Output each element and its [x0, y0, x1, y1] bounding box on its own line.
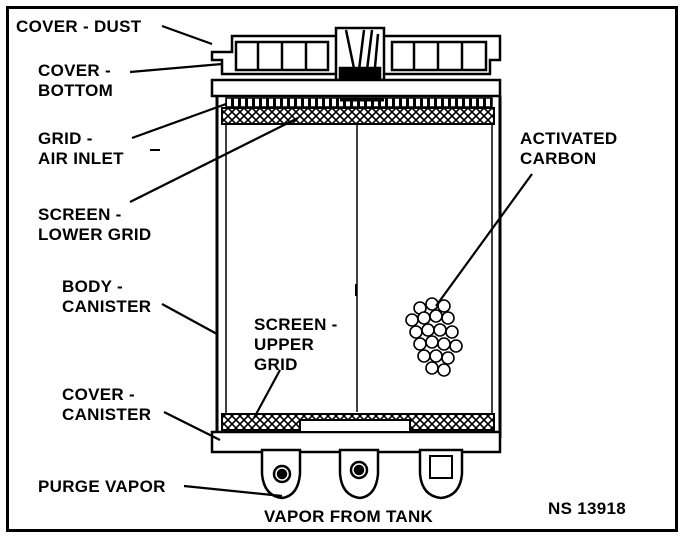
leader-cover-dust: [161, 24, 213, 46]
activated-carbon-granules: [405, 297, 463, 377]
bottom-cover: [210, 78, 502, 108]
label-screen-upper-grid-line3: GRID: [254, 355, 298, 374]
label-cover-dust: COVER - DUST: [16, 17, 142, 36]
label-screen-upper-grid-line2: UPPER: [254, 335, 314, 354]
figure-number: NS 13918: [548, 499, 626, 518]
label-screen-lower-grid-line1: SCREEN -: [38, 205, 122, 224]
leader-cover-canister: [163, 411, 221, 441]
leader-cover-bottom: [129, 62, 223, 74]
lower-screen-mesh: [221, 107, 495, 125]
label-cover-bottom-line1: COVER -: [38, 61, 111, 80]
leader-lines: [129, 24, 533, 498]
label-grid-air-inlet-line2: AIR INLET: [38, 149, 124, 168]
leader-activated-carbon: [435, 173, 533, 307]
label-screen-upper-grid-line1: SCREEN -: [254, 315, 338, 334]
canister-cover: [210, 419, 502, 500]
label-cover-canister-line1: COVER -: [62, 385, 135, 404]
label-activated-carbon-line1: ACTIVATED: [520, 129, 617, 148]
label-body-canister-line1: BODY -: [62, 277, 123, 296]
leader-grid-air-inlet: [131, 102, 227, 140]
label-cover-bottom-line2: BOTTOM: [38, 81, 113, 100]
leader-screen-lower-grid: [129, 117, 299, 203]
label-vapor-from-tank: VAPOR FROM TANK: [264, 507, 434, 526]
label-purge-vapor: PURGE VAPOR: [38, 477, 166, 496]
dust-cover: [210, 26, 502, 82]
leader-purge-vapor: [183, 484, 283, 498]
label-cover-canister-line2: CANISTER: [62, 405, 151, 424]
figure-frame: [6, 6, 678, 532]
label-screen-lower-grid-line2: LOWER GRID: [38, 225, 152, 244]
label-grid-air-inlet-line1: GRID -: [38, 129, 93, 148]
label-body-canister-line2: CANISTER: [62, 297, 151, 316]
label-activated-carbon-line2: CARBON: [520, 149, 596, 168]
leader-body-canister: [161, 303, 218, 335]
canister-body: [215, 96, 502, 438]
leader-screen-upper-grid: [253, 369, 281, 419]
